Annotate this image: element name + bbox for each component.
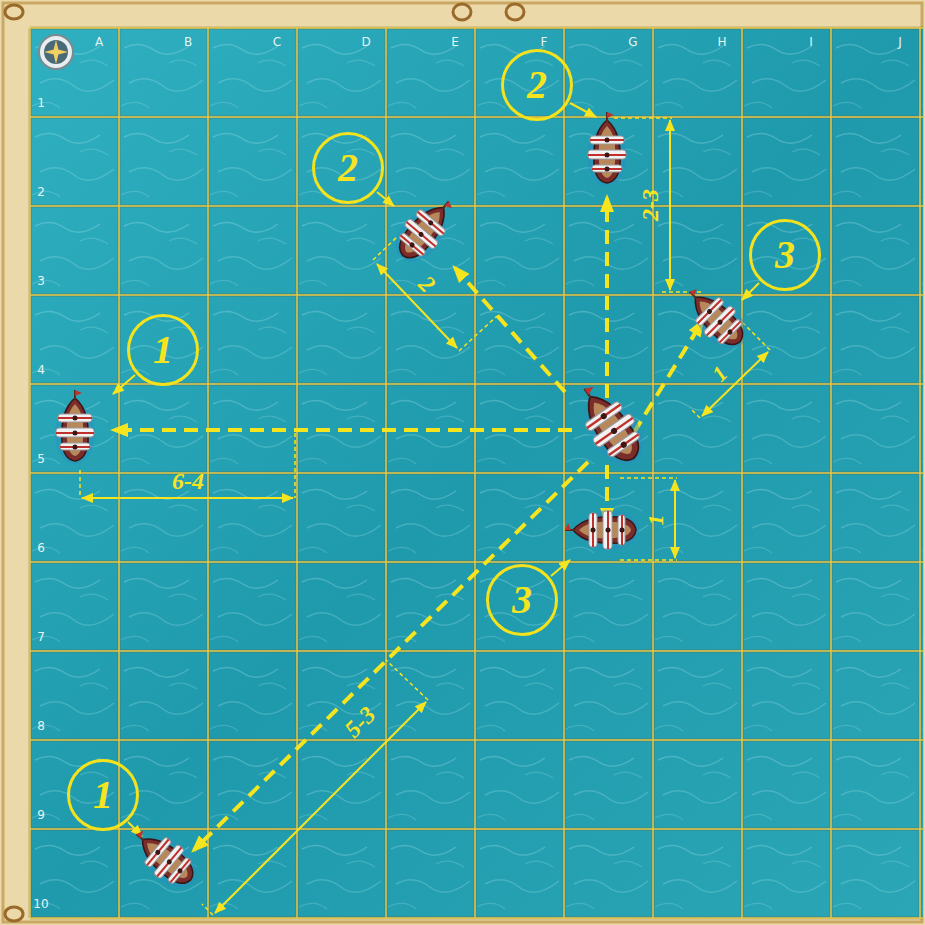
row-label: 5 bbox=[37, 453, 45, 465]
row-label: 7 bbox=[37, 631, 45, 643]
row-label: 8 bbox=[37, 720, 45, 732]
grid-lines bbox=[30, 28, 923, 918]
row-label: 3 bbox=[37, 275, 45, 287]
dimension-lines bbox=[82, 120, 768, 913]
sea bbox=[30, 28, 923, 918]
ships bbox=[55, 112, 756, 897]
callout-number: 2 bbox=[527, 65, 547, 105]
callout-number: 3 bbox=[775, 235, 795, 275]
column-label: E bbox=[451, 36, 459, 48]
callout-circle: 3 bbox=[749, 219, 821, 291]
column-label: A bbox=[95, 36, 103, 48]
callout-number: 1 bbox=[153, 330, 173, 370]
callout-number: 1 bbox=[93, 775, 113, 815]
callout-circle: 3 bbox=[486, 564, 558, 636]
callout-circle: 2 bbox=[312, 132, 384, 204]
row-label: 9 bbox=[37, 809, 45, 821]
row-label: 10 bbox=[33, 898, 48, 910]
dimension-label: 1 bbox=[645, 515, 667, 526]
callout-circle: 1 bbox=[67, 759, 139, 831]
column-label: F bbox=[541, 36, 548, 48]
column-label: J bbox=[898, 36, 902, 48]
callout-circle: 2 bbox=[501, 49, 573, 121]
callout-number: 3 bbox=[512, 580, 532, 620]
callout-leaders bbox=[113, 103, 759, 836]
column-label: H bbox=[717, 36, 726, 48]
row-label: 6 bbox=[37, 542, 45, 554]
dimension-label: 6-4 bbox=[172, 469, 204, 493]
callout-circle: 1 bbox=[127, 314, 199, 386]
compass-rose bbox=[39, 35, 73, 69]
column-label: C bbox=[273, 36, 281, 48]
column-label: D bbox=[361, 36, 370, 48]
sea-texture bbox=[30, 28, 923, 918]
callout-number: 2 bbox=[338, 148, 358, 188]
frame-edge bbox=[3, 3, 922, 922]
column-label: B bbox=[184, 36, 192, 48]
grid-shadow bbox=[30, 28, 923, 918]
row-label: 4 bbox=[37, 364, 45, 376]
firing-lines bbox=[114, 198, 702, 850]
extension-lines bbox=[80, 118, 770, 915]
row-label: 2 bbox=[37, 186, 45, 198]
row-label: 1 bbox=[37, 97, 45, 109]
column-label: G bbox=[628, 36, 637, 48]
column-label: I bbox=[809, 36, 813, 48]
dimension-label: 2-3 bbox=[638, 189, 662, 221]
